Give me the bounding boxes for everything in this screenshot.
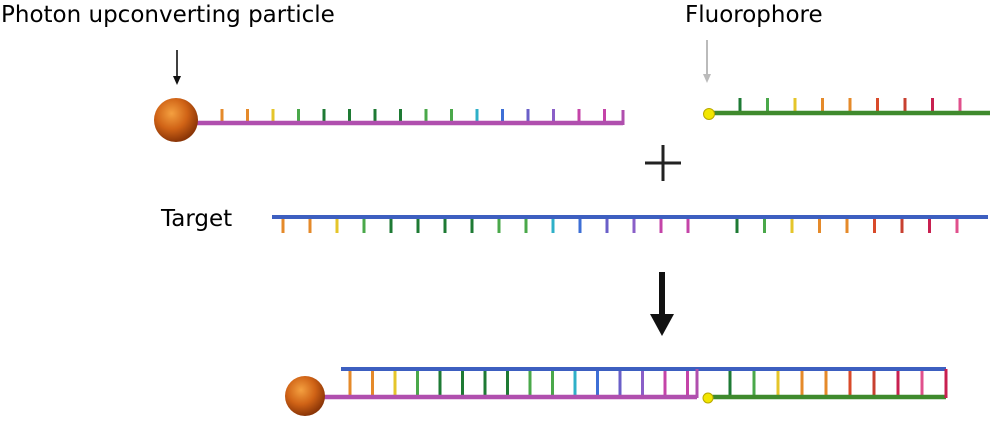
- down-arrow: [650, 272, 674, 336]
- fluorophore-label: Fluorophore: [685, 2, 823, 28]
- fluorophore-strand-bases: [738, 98, 962, 112]
- particle-label: Photon upconverting particle: [1, 2, 335, 28]
- upconverting-particle: [154, 98, 198, 142]
- probe-strand-bases: [220, 109, 606, 122]
- complex-upconverting-particle: [285, 376, 325, 416]
- particle-pointer-arrow: [173, 50, 181, 85]
- plus-sign: [645, 145, 681, 181]
- complex-fluorophore-dot: [702, 392, 714, 404]
- fluorophore-dot: [703, 108, 715, 120]
- target-strand-bases: [281, 219, 959, 233]
- complex-base-pairs: [348, 371, 924, 396]
- fluorophore-pointer-arrow: [703, 40, 711, 83]
- target-label: Target: [161, 206, 233, 232]
